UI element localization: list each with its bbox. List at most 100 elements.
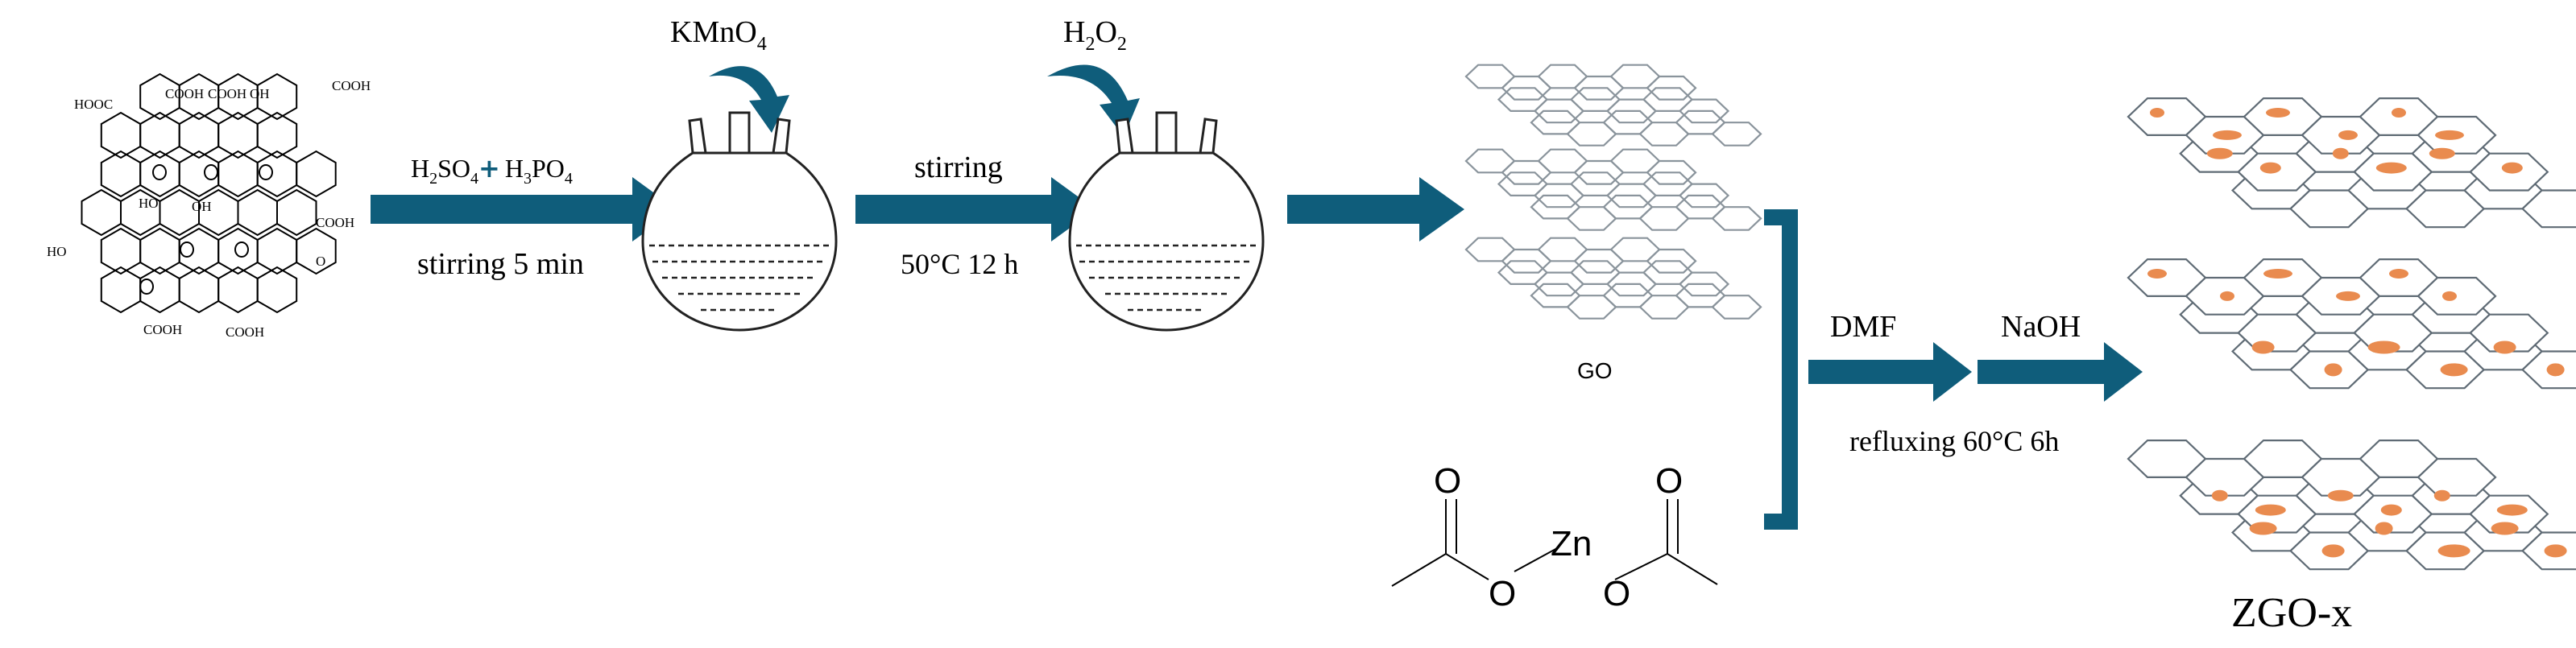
epoxide-o xyxy=(152,164,167,180)
zno-nanoparticle xyxy=(2263,269,2292,279)
cooh-label-bottom-2: COOH xyxy=(226,324,264,340)
acetate-right-bonds xyxy=(1514,499,1718,585)
ho-label-left: HO xyxy=(47,244,67,259)
step-3-condition: refluxing 60°C 6h xyxy=(1849,425,2059,457)
zno-nanoparticle xyxy=(2220,291,2234,301)
zno-nanoparticle xyxy=(2211,489,2228,501)
flask-h2o2: H2O2 xyxy=(1047,15,1265,332)
go-hexagon xyxy=(1711,206,1762,231)
cooh-label-top-1: COOH xyxy=(165,86,204,101)
zno-nanoparticle xyxy=(2321,544,2345,558)
graphene-oxide-layers xyxy=(1464,64,1762,320)
zno-nanoparticle xyxy=(2491,522,2519,535)
zno-nanoparticle xyxy=(2324,363,2342,377)
zno-nanoparticle xyxy=(2255,504,2286,516)
kmno4-label: KMnO4 xyxy=(670,15,767,55)
zgo-hexagon xyxy=(2417,276,2497,316)
zgo-hexagon xyxy=(2417,457,2497,497)
carbonyl-o-right: O xyxy=(1655,461,1683,501)
carbonyl-o-left: O xyxy=(1434,461,1461,501)
reaction-arrow-4a xyxy=(1808,342,1972,402)
epoxide-o xyxy=(234,241,249,258)
product-label: ZGO-x xyxy=(2231,590,2352,636)
zno-nanoparticle xyxy=(2251,341,2275,354)
zno-nanoparticle xyxy=(2266,108,2290,118)
carbon-ring xyxy=(256,266,298,314)
reaction-arrow-4b xyxy=(1978,342,2143,402)
zno-nanoparticle xyxy=(2336,291,2360,301)
h2o2-label: H2O2 xyxy=(1063,15,1127,55)
zno-nanoparticle xyxy=(2375,522,2393,535)
zno-nanoparticle xyxy=(2429,147,2455,159)
zno-nanoparticle xyxy=(2150,108,2164,118)
hooc-label: HOOC xyxy=(74,97,113,112)
flask-kmno4: KMnO4 xyxy=(641,15,838,332)
flask-necks xyxy=(1115,111,1218,154)
go-hexagon xyxy=(1646,75,1697,101)
go-hexagon xyxy=(1711,122,1762,147)
zno-nanoparticle xyxy=(2375,162,2407,174)
zno-nanoparticle xyxy=(2332,147,2349,159)
step-1: H2SO4+H3PO4 stirring 5 min xyxy=(371,153,677,281)
step-2-label: stirring xyxy=(914,151,1003,184)
zno-nanoparticle xyxy=(2327,489,2354,501)
carbon-ring xyxy=(296,227,337,275)
zinc-acetate-structure: O O O O Zn xyxy=(1391,461,1718,613)
zno-decorated-go-layers xyxy=(2127,97,2576,571)
epoxide-o xyxy=(139,279,154,295)
acid-reagents: H2SO4+H3PO4 xyxy=(411,153,573,188)
zno-nanoparticle xyxy=(2213,130,2242,140)
oh-label-center: OH xyxy=(192,199,212,214)
dmf-label: DMF xyxy=(1830,310,1896,344)
combine-bracket xyxy=(1764,209,1798,530)
three-neck-flask-1 xyxy=(641,111,838,332)
carbon-ring xyxy=(276,188,317,237)
zgo-hexagon xyxy=(2521,189,2576,229)
cooh-label-bottom-1: COOH xyxy=(143,322,182,337)
go-hexagon xyxy=(1678,98,1730,124)
go-hexagon xyxy=(1678,183,1730,208)
carbon-ring-network xyxy=(81,72,337,314)
zno-nanoparticle xyxy=(2249,522,2277,535)
flask-necks xyxy=(688,111,791,154)
go-sheets: GO xyxy=(1464,64,1762,383)
go-hexagon xyxy=(1646,248,1697,274)
h2o2-addition-arrow xyxy=(1047,64,1140,137)
zno-nanoparticle xyxy=(2433,489,2450,501)
step-2: stirring 50°C 12 h xyxy=(855,151,1095,280)
flask-body xyxy=(641,151,838,332)
go-label: GO xyxy=(1577,358,1613,383)
zno-nanoparticle xyxy=(2380,504,2402,516)
zno-nanoparticle xyxy=(2338,130,2358,140)
zno-nanoparticle xyxy=(2147,269,2167,279)
zno-nanoparticle xyxy=(2367,341,2400,354)
zno-nanoparticle xyxy=(2440,363,2468,377)
step-3: DMF NaOH refluxing 60°C 6h xyxy=(1808,310,2143,457)
go-hexagon xyxy=(1646,159,1697,185)
oh-label-top: OH xyxy=(250,86,270,101)
reaction-arrow-1 xyxy=(371,177,677,241)
step-1-condition: stirring 5 min xyxy=(417,247,584,281)
kmno4-addition-arrow xyxy=(709,66,789,133)
acetate-left-bonds xyxy=(1391,499,1489,587)
carbon-ring xyxy=(237,188,278,237)
zno-nanoparticle xyxy=(2437,544,2470,558)
zno-nanoparticle xyxy=(2501,162,2523,174)
go-hexagon xyxy=(1678,271,1730,297)
carbon-ring xyxy=(81,188,122,237)
cooh-label-top-2: COOH xyxy=(208,86,246,101)
ho-label-mid: HO xyxy=(139,196,159,211)
ester-o-left: O xyxy=(1489,574,1516,613)
zno-nanoparticle xyxy=(2259,162,2281,174)
ester-o-right: O xyxy=(1603,574,1630,613)
zno-nanoparticle xyxy=(2493,341,2516,354)
go-hexagon xyxy=(1711,295,1762,320)
graphite-oxide-structure: HOOC COOH COOH OH COOH COOH HO OH HO COO… xyxy=(47,72,371,340)
zno-nanoparticle xyxy=(2546,363,2565,377)
carbon-ring xyxy=(256,72,298,121)
epoxide-o xyxy=(204,164,218,180)
cooh-label-mid-right: COOH xyxy=(316,215,354,230)
zgo-product: ZGO-x xyxy=(2127,97,2576,636)
zno-nanoparticle xyxy=(2496,504,2528,516)
